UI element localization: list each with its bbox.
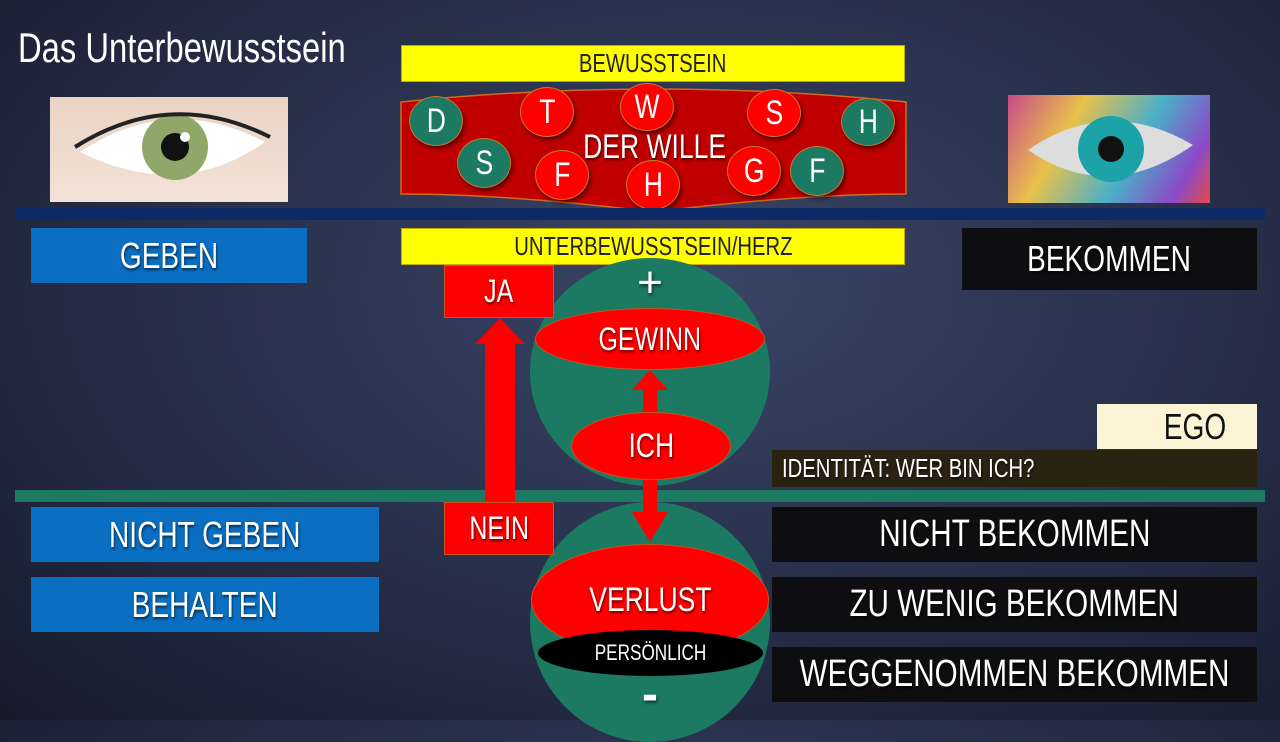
ja-arrow [475,318,525,502]
ego-box: EGO [1097,404,1257,449]
letter-circle: W [620,83,674,131]
letter-circle: S [457,138,511,188]
der-wille-label: DER WILLE [583,127,727,166]
ich-verlust-arrow [632,476,668,542]
nicht-bekommen-box: NICHT BEKOMMEN [772,507,1257,562]
minus-sign: - [642,667,658,721]
bewusstsein-label: BEWUSSTSEIN [401,45,905,82]
slide-title: Das Unterbewusstsein [18,24,346,71]
nicht-geben-box: NICHT GEBEN [31,507,379,562]
letter-circle: D [409,96,463,146]
ich-gewinn-arrow [632,370,668,416]
ich-ellipse: ICH [571,412,731,480]
letter-circle: G [727,146,781,196]
letter-circle: T [520,87,574,137]
bekommen-box: BEKOMMEN [962,228,1257,290]
letter-circle: H [841,98,895,146]
behalten-box: BEHALTEN [31,577,379,632]
zu-wenig-bekommen-box: ZU WENIG BEKOMMEN [772,577,1257,632]
plus-sign: + [637,258,663,307]
green-eye-image [50,97,288,202]
persoenlich-ellipse: PERSÖNLICH [538,630,763,676]
ja-box: JA [444,265,554,318]
ego-divider [15,490,1265,502]
letter-circle: F [535,150,589,200]
weggenommen-bekommen-box: WEGGENOMMEN BEKOMMEN [772,647,1257,702]
consciousness-divider [15,208,1265,220]
gewinn-ellipse: GEWINN [535,308,765,370]
letter-circle: S [747,89,801,137]
identitaet-box: IDENTITÄT: WER BIN ICH? [772,450,1257,487]
geben-box: GEBEN [31,228,307,283]
letter-circle: F [790,146,844,196]
letter-circle: H [626,160,680,210]
colorful-eye-image [1008,95,1210,203]
nein-box: NEIN [444,502,554,555]
